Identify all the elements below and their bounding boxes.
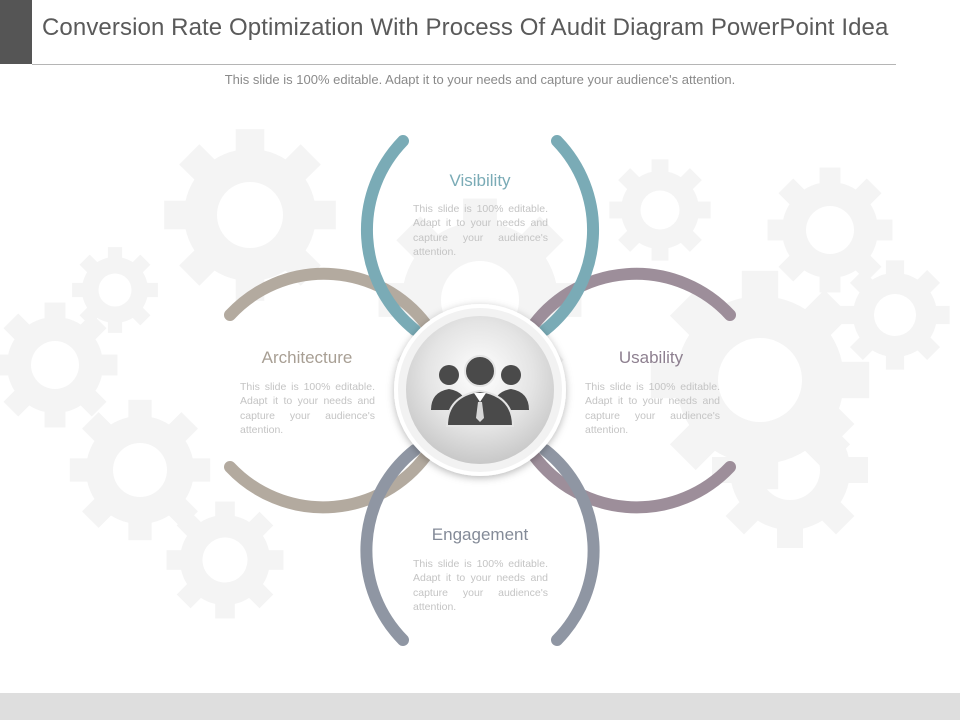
architecture-title: Architecture xyxy=(261,348,353,367)
engagement-body: This slide is 100% editable. Adapt it to… xyxy=(413,558,548,613)
title-divider xyxy=(32,64,896,65)
footer-band xyxy=(0,693,960,720)
page-title: Conversion Rate Optimization With Proces… xyxy=(42,14,889,41)
architecture-body: This slide is 100% editable. Adapt it to… xyxy=(240,381,375,436)
architecture-arc xyxy=(224,267,436,336)
usability-title: Usability xyxy=(618,348,684,367)
title-accent-bar xyxy=(0,0,32,64)
gear-icon xyxy=(72,247,158,333)
engagement-arc xyxy=(360,444,421,646)
gear-icon xyxy=(767,167,893,293)
gear-icon xyxy=(609,159,711,261)
center-hub xyxy=(394,304,566,476)
page-subtitle: This slide is 100% editable. Adapt it to… xyxy=(224,72,736,87)
engagement-title: Engagement xyxy=(431,525,529,544)
usability-body: This slide is 100% editable. Adapt it to… xyxy=(585,381,720,436)
visibility-body: This slide is 100% editable. Adapt it to… xyxy=(413,203,548,258)
visibility-title: Visibility xyxy=(449,171,511,190)
usability-arc xyxy=(524,267,736,336)
engagement-arc xyxy=(539,444,600,646)
people-group-icon xyxy=(431,355,529,427)
gear-icon xyxy=(840,260,950,370)
visibility-arc xyxy=(539,135,599,336)
gear-icon xyxy=(166,501,284,619)
architecture-arc xyxy=(224,444,436,514)
usability-arc xyxy=(524,444,736,514)
gear-icon xyxy=(0,302,118,428)
visibility-arc xyxy=(361,135,421,336)
